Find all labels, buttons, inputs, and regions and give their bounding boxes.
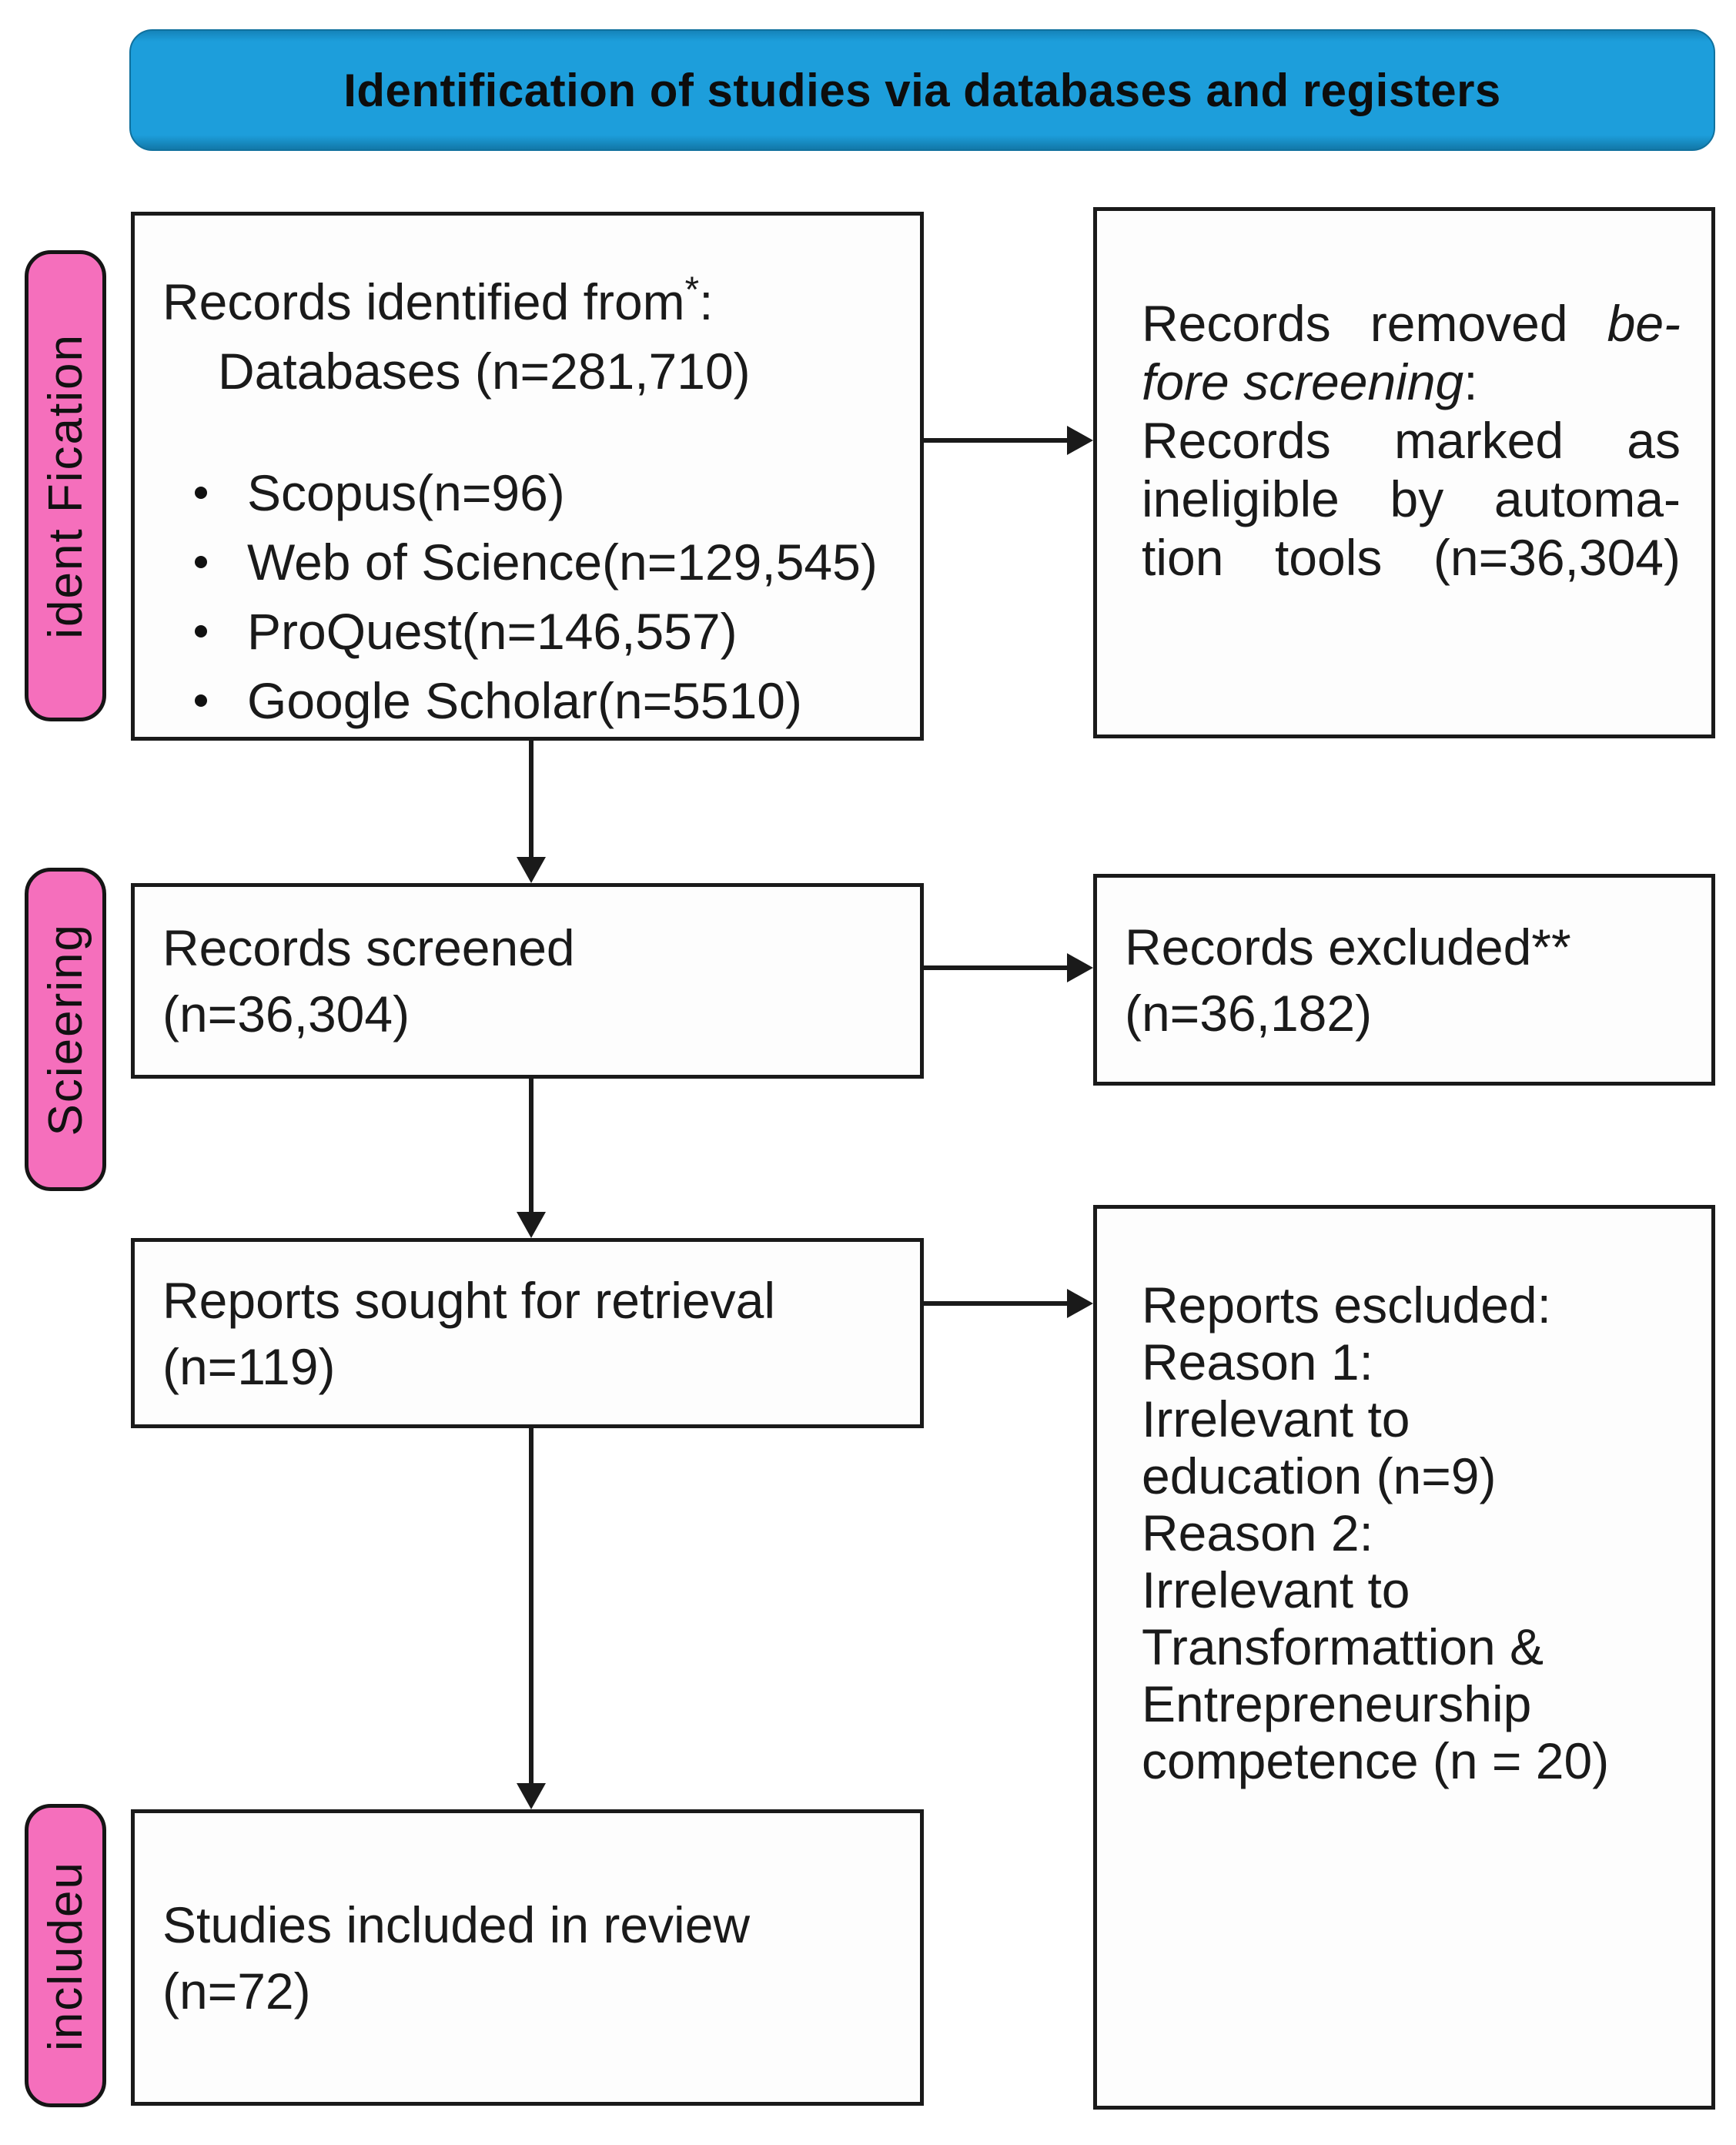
box-reports-excluded-reasons: Reports escluded: Reason 1: Irrelevant t… [1093,1205,1715,2110]
records-excluded-label: Records excluded** [1125,918,1571,975]
arrow-identified-to-removed-line [924,438,1067,443]
database-web-of-science: Web of Science(n=129,545) [247,534,878,591]
stage-label-identification-text: ident Fication [38,333,92,639]
list-item: Scopus(n=96) [195,458,897,527]
database-google-scholar: Google Scholar(n=5510) [247,672,802,729]
arrow-sought-to-reports-excluded-line [924,1301,1067,1306]
stage-label-screening-text: Scieering [38,922,92,1136]
arrowhead-right-icon [1067,953,1093,982]
records-identified-heading-text: Records identified from [162,273,685,330]
records-removed-line1: Records removed be- [1142,294,1681,353]
arrow-sought-to-included-line [529,1428,534,1785]
arrow-screened-to-sought-line [529,1079,534,1213]
box-records-excluded: Records excluded** (n=36,182) [1093,874,1715,1086]
database-proquest: ProQuest(n=146,557) [247,603,738,660]
diagram-title: Identification of studies via databases … [343,64,1501,116]
records-removed-line4: ineligible by automa- [1142,470,1681,527]
box-studies-included: Studies included in review (n=72) [131,1809,924,2106]
records-removed-line1-italic: be- [1607,295,1681,352]
arrow-screened-to-excluded-line [924,965,1067,970]
studies-included-label: Studies included in review [162,1896,751,1953]
reports-sought-count: (n=119) [162,1337,336,1395]
list-item: Web of Science(n=129,545) [195,527,897,597]
box-records-identified: Records identified from*: Databases (n=2… [131,212,924,741]
arrowhead-down-icon [517,857,546,883]
stage-label-identification: ident Fication [25,250,106,721]
records-removed-line2-italic: fore screening [1142,353,1464,410]
box-reports-sought: Reports sought for retrieval (n=119) [131,1238,924,1428]
bullet-icon [195,625,207,637]
bullet-icon [195,487,207,499]
records-removed-line3: Records marked as [1142,412,1681,469]
records-identified-heading: Records identified from*: [162,256,897,336]
bullet-icon [195,694,207,707]
arrowhead-right-icon [1067,426,1093,455]
list-item: ProQuest(n=146,557) [195,597,897,666]
records-screened-label: Records screened [162,919,575,976]
stage-label-screening: Scieering [25,868,106,1191]
reason-2-text-c: Entrepreneurship [1142,1675,1532,1732]
records-screened-count: (n=36,304) [162,985,410,1042]
reason-2-text-a: Irrelevant to [1142,1561,1410,1618]
list-item: Google Scholar(n=5510) [195,666,897,735]
arrowhead-down-icon [517,1783,546,1809]
database-scopus: Scopus(n=96) [247,464,565,521]
studies-included-count: (n=72) [162,1962,311,2020]
title-banner: Identification of studies via databases … [129,29,1715,151]
reports-excluded-heading: Reports escluded: [1142,1277,1551,1334]
reason-2-label: Reason 2: [1142,1504,1373,1561]
stage-label-included: includeu [25,1804,106,2107]
reason-2-text-b: Transformattion & [1142,1618,1544,1675]
records-removed-line2-colon: : [1463,353,1478,410]
bullet-icon [195,556,207,568]
arrowhead-down-icon [517,1212,546,1238]
asterisk-note: * [684,269,700,310]
box-records-screened: Records screened (n=36,304) [131,883,924,1079]
reason-1-text-b: education (n=9) [1142,1447,1497,1504]
records-excluded-count: (n=36,182) [1125,984,1373,1042]
records-removed-line5: tion tools (n=36,304) [1142,529,1681,586]
reason-2-text-d: competence (n = 20) [1142,1732,1610,1789]
arrowhead-right-icon [1067,1289,1093,1318]
reason-1-text-a: Irrelevant to [1142,1390,1410,1447]
records-removed-line1-normal: Records removed [1142,295,1607,352]
stage-label-included-text: includeu [38,1860,92,2051]
reports-sought-label: Reports sought for retrieval [162,1271,776,1329]
arrow-identified-to-screened-line [529,741,534,858]
box-records-removed: Records removed be- fore screening: Reco… [1093,207,1715,738]
records-removed-line2: fore screening: [1142,353,1681,411]
reason-1-label: Reason 1: [1142,1334,1373,1390]
databases-count: Databases (n=281,710) [218,343,751,400]
records-identified-heading-colon: : [699,273,714,330]
